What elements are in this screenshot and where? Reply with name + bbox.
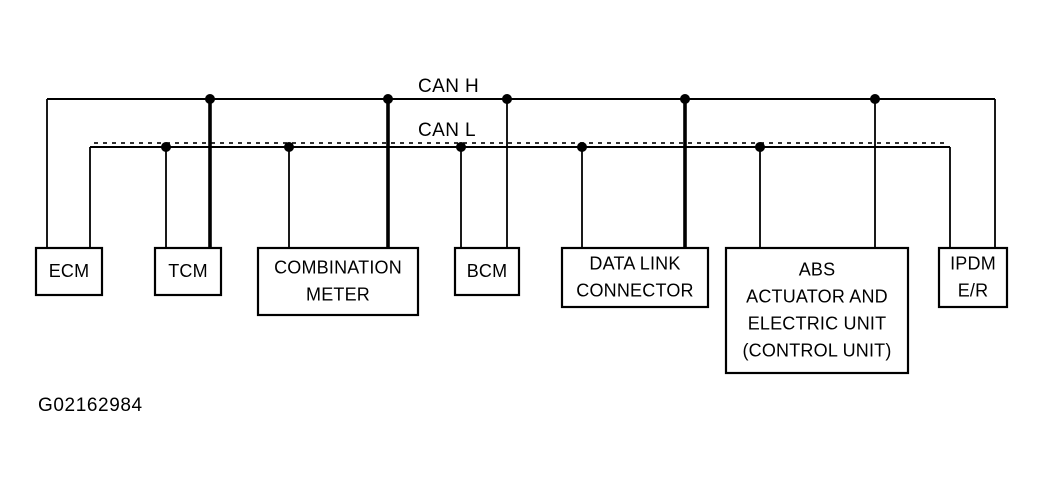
bus-label-can-l: CAN L — [418, 120, 476, 141]
node-label-ipdm-er: IPDM — [950, 254, 996, 274]
node-boxes-group — [34, 246, 1009, 375]
node-label-tcm: TCM — [168, 261, 208, 281]
can-l-junction-dot-bcm — [456, 142, 466, 152]
node-box-bcm[interactable] — [453, 246, 521, 297]
can-h-junction-dot-data-link-connector — [680, 94, 690, 104]
node-box-ipdm-er[interactable] — [937, 246, 1009, 309]
node-box-abs-actuator[interactable] — [724, 246, 910, 375]
can-h-junction-dot-abs-actuator — [870, 94, 880, 104]
node-box-combination-meter[interactable] — [256, 246, 420, 317]
node-label-abs-actuator: (CONTROL UNIT) — [742, 341, 891, 361]
junction-dots-group — [161, 94, 880, 152]
node-label-abs-actuator: ACTUATOR AND — [746, 287, 888, 307]
node-label-data-link-connector: DATA LINK — [589, 254, 680, 274]
can-l-junction-dot-combination-meter — [284, 142, 294, 152]
node-drop-lines-group — [46, 99, 996, 248]
can-h-junction-dot-combination-meter — [383, 94, 393, 104]
can-l-junction-dot-abs-actuator — [755, 142, 765, 152]
node-label-ipdm-er: E/R — [958, 281, 989, 301]
can-l-junction-dot-data-link-connector — [577, 142, 587, 152]
node-box-data-link-connector[interactable] — [560, 246, 710, 309]
node-label-data-link-connector: CONNECTOR — [576, 281, 693, 301]
node-label-bcm: BCM — [467, 261, 508, 281]
figure-id-label: G02162984 — [38, 395, 143, 416]
can-l-junction-dot-tcm — [161, 142, 171, 152]
node-box-ecm[interactable] — [34, 246, 104, 297]
node-label-combination-meter: METER — [306, 285, 370, 305]
node-label-abs-actuator: ABS — [799, 260, 836, 280]
bus-label-can-h: CAN H — [418, 76, 479, 97]
can-h-junction-dot-bcm — [502, 94, 512, 104]
node-box-tcm[interactable] — [153, 246, 223, 297]
text-labels-group: ECM TCM COMBINATION METER BCM DATA LINK CONNEC… — [49, 76, 996, 361]
can-h-junction-dot-tcm — [205, 94, 215, 104]
node-label-abs-actuator: ELECTRIC UNIT — [748, 314, 887, 334]
node-label-ecm: ECM — [49, 261, 90, 281]
node-label-combination-meter: COMBINATION — [274, 258, 402, 278]
bus-lines-group — [47, 98, 995, 148]
